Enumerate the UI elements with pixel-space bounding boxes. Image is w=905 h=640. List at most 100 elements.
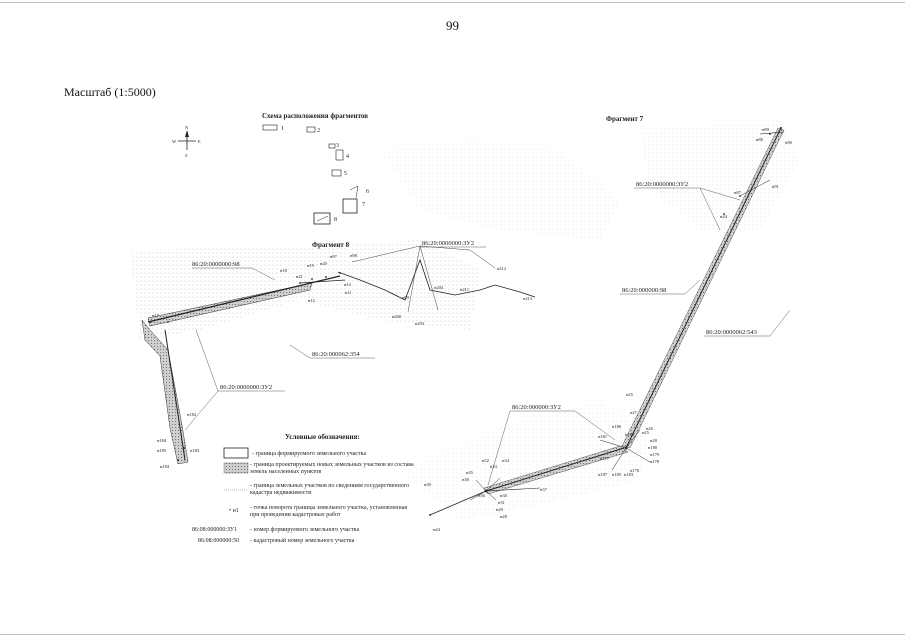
svg-text:н17: н17 — [152, 313, 160, 318]
svg-text:н183: н183 — [190, 448, 200, 453]
scale-label: Масштаб (1:5000) — [64, 85, 156, 99]
svg-text:н179: н179 — [650, 452, 660, 457]
svg-text:н182: н182 — [625, 432, 634, 437]
svg-text:н87: н87 — [734, 190, 742, 195]
svg-text:н97: н97 — [330, 254, 338, 259]
svg-text:н36: н36 — [478, 493, 486, 498]
svg-text:н27: н27 — [630, 410, 638, 415]
svg-text:н13: н13 — [344, 282, 352, 287]
compass-rose: N S W E — [172, 125, 201, 158]
svg-text:8: 8 — [334, 217, 337, 223]
svg-text:н11: н11 — [345, 290, 352, 295]
svg-text:н19: н19 — [307, 263, 315, 268]
frag7-label-zu2-bottom: 86:20:000000:ЗУ2 — [512, 404, 561, 411]
svg-text:н39: н39 — [424, 482, 432, 487]
svg-text:2: 2 — [317, 128, 320, 134]
svg-text:н185: н185 — [612, 472, 622, 477]
top-scan-edge — [0, 2, 905, 3]
compass-e: E — [198, 139, 201, 144]
compass-s: S — [185, 153, 188, 158]
background-stipple — [130, 120, 800, 520]
svg-text:н30: н30 — [500, 493, 508, 498]
frag8-label-354: 86:20:000062:354 — [312, 351, 360, 358]
legend-item-1: - граница формируемого земельного участк… — [252, 450, 366, 457]
frag8-label-98: 86:20:0000000:98 — [192, 261, 240, 268]
svg-text:н184: н184 — [157, 438, 167, 443]
frag7-label-98: 86:20:000000:98 — [622, 287, 666, 294]
compass-n: N — [185, 125, 189, 130]
svg-text:н18: н18 — [280, 268, 288, 273]
frag8-label-zu2-bottom: 86:20:0000000:ЗУ2 — [220, 384, 272, 391]
svg-text:н31: н31 — [498, 500, 505, 505]
legend-item-6: - кадастровый номер земельного участка — [250, 537, 355, 544]
svg-text:н34: н34 — [502, 458, 510, 463]
svg-text:н24: н24 — [720, 214, 728, 219]
svg-text:н180: н180 — [648, 445, 658, 450]
bottom-scan-edge — [0, 634, 905, 635]
fragment-7-title: Фрагмент 7 — [606, 115, 644, 123]
legend-item-5: - номер формируемого земельного участка — [250, 526, 360, 533]
svg-text:н200: н200 — [392, 314, 402, 319]
svg-text:н204: н204 — [434, 285, 444, 290]
svg-text:н187: н187 — [598, 472, 608, 477]
svg-text:н88: н88 — [756, 137, 764, 142]
svg-text:н212: н212 — [497, 266, 506, 271]
svg-text:н35: н35 — [466, 470, 474, 475]
legend: Условные обозначения: - граница формируе… — [192, 433, 414, 544]
legend-swatch-projected — [223, 462, 249, 474]
legend-swatch-boundary — [223, 447, 249, 459]
svg-text:н178: н178 — [650, 459, 660, 464]
svg-text:н20: н20 — [320, 261, 328, 266]
svg-text:н91: н91 — [772, 184, 779, 189]
svg-text:4: 4 — [346, 154, 349, 160]
frag7-label-zu2-top: 86:20:0000000:ЗУ2 — [636, 181, 688, 188]
fragment-8: Фрагмент 8 86:20:0000000:98 86:20:000000… — [141, 240, 536, 469]
svg-text:н28: н28 — [650, 438, 658, 443]
svg-text:н213: н213 — [523, 296, 533, 301]
page-number: 99 — [446, 18, 459, 33]
svg-text:н90: н90 — [785, 140, 793, 145]
fragment-scheme-title: Схема расположения фрагментов — [262, 112, 368, 120]
svg-text:н33: н33 — [490, 464, 498, 469]
svg-text:н98: н98 — [350, 253, 358, 258]
svg-text:н186: н186 — [612, 424, 622, 429]
svg-text:н26: н26 — [646, 426, 654, 431]
legend-title: Условные обозначения: — [285, 433, 360, 441]
fragment-scheme: Схема расположения фрагментов 1 2 3 4 5 … — [262, 112, 369, 225]
svg-text:н21: н21 — [296, 274, 303, 279]
svg-text:н89: н89 — [762, 127, 770, 132]
legend-item-2: - граница проектируемых новых земельных … — [250, 462, 414, 475]
svg-text:н38: н38 — [462, 477, 470, 482]
svg-text:7: 7 — [362, 202, 365, 208]
svg-text:н185: н185 — [157, 448, 167, 453]
fragment-7: Фрагмент 7 86:20:0000000:ЗУ2 86:20:00000… — [424, 115, 793, 532]
svg-text:н12: н12 — [308, 298, 315, 303]
svg-text:1: 1 — [281, 126, 284, 132]
svg-text:н37: н37 — [540, 487, 548, 492]
svg-text:н25: н25 — [642, 430, 650, 435]
svg-text:н99: н99 — [402, 295, 410, 300]
svg-text:н203: н203 — [415, 321, 425, 326]
legend-example-cad: 86:08:000000:50 — [198, 538, 239, 544]
svg-text:н177: н177 — [600, 456, 610, 461]
legend-example-zu: 86:08:000000:ЗУ1 — [192, 527, 237, 533]
fragment-8-title: Фрагмент 8 — [312, 241, 350, 249]
svg-text:3: 3 — [336, 143, 339, 149]
svg-text:н183: н183 — [624, 472, 634, 477]
legend-item-3: - граница земельных участков по сведения… — [250, 483, 410, 496]
svg-text:6: 6 — [366, 189, 369, 195]
svg-text:н176: н176 — [630, 468, 640, 473]
svg-text:5: 5 — [344, 171, 347, 177]
frag8-label-zu2-top: 86:20:0000000:ЗУ2 — [422, 240, 474, 247]
svg-text:н211: н211 — [460, 287, 469, 292]
svg-text:н184: н184 — [160, 464, 170, 469]
svg-text:н25: н25 — [626, 392, 634, 397]
svg-text:н182: н182 — [187, 412, 196, 417]
frag7-label-543: 86:20:0000062:543 — [706, 329, 757, 336]
svg-text:н28: н28 — [500, 514, 508, 519]
svg-text:н181: н181 — [598, 434, 607, 439]
legend-item-4: - точка поворота границы земельного учас… — [250, 505, 408, 518]
compass-w: W — [172, 139, 177, 144]
svg-text:н44: н44 — [433, 527, 441, 532]
